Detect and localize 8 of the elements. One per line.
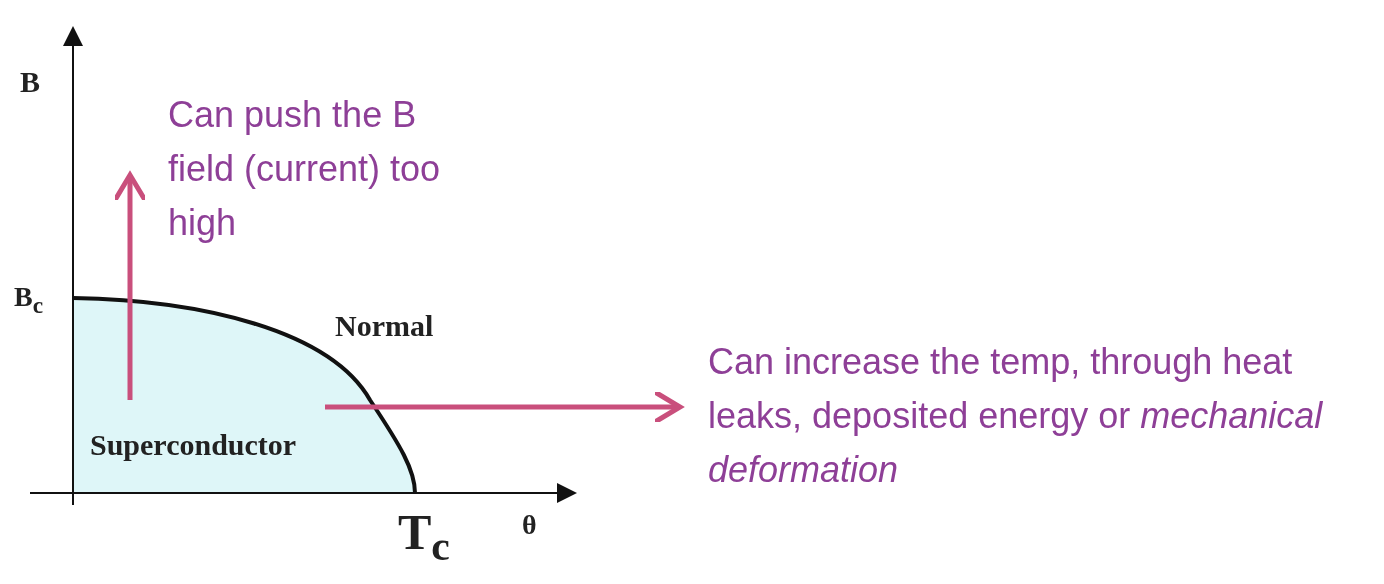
axis-tick-label: T$_{c}$ <box>398 505 450 570</box>
axis-tick-label: B$_{c}$ <box>14 282 44 319</box>
axis-label: θ <box>522 510 537 541</box>
region-label: Normal <box>335 309 434 342</box>
region-label: Superconductor <box>90 428 297 461</box>
axis-label: B <box>20 65 40 98</box>
annotation-text: Can increase the temp, through heat leaks, deposited energy or mechanical deformation <box>708 340 1324 492</box>
annotation-text: Can push the B field (current) too high <box>168 93 442 245</box>
